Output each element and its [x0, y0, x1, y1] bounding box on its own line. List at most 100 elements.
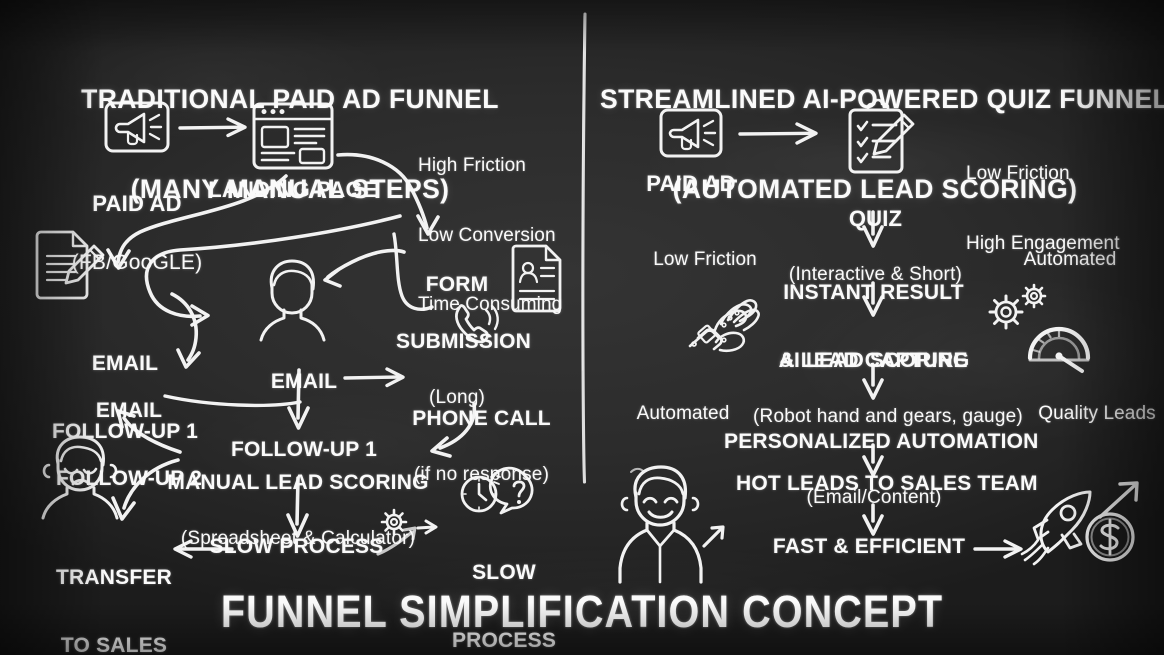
megaphone-icon	[661, 110, 721, 156]
node-email-followup-1-center: EMAIL FOLLOW-UP 1	[219, 326, 389, 507]
annotation-time-consuming: Time Consuming	[418, 294, 563, 316]
document-pencil-icon	[37, 232, 103, 298]
left-panel-heading: TRADITIONAL PAID AD FUNNEL (MANY MANUAL …	[30, 25, 550, 265]
node-slow-process-center: SLOW PROCESS	[209, 535, 384, 558]
slow-process-right-line1: SLOW	[472, 561, 536, 585]
curve-email1-to-email2	[172, 294, 199, 367]
node-hot-leads: HOT LEADS TO SALES TEAM	[736, 472, 1038, 495]
node-paid-ad-right: PAID AD	[646, 171, 736, 196]
person-icon	[261, 261, 324, 340]
instant-result-line1: INSTANT RESULT	[783, 281, 964, 305]
right-heading-line1: STREAMLINED AI-POWERED QUIZ FUNNEL	[600, 83, 1164, 114]
clock-question-icon	[462, 468, 532, 513]
annotation-quality-leads: Quality Leads	[1038, 403, 1156, 424]
node-quiz: QUIZ (Interactive & Short)	[788, 172, 963, 320]
quiz-sublabel: (Interactive & Short)	[788, 263, 963, 285]
curve-email2-to-manual	[165, 396, 300, 405]
paid-ad-sublabel: (FB/GooGLE)	[71, 250, 203, 274]
panel-divider	[582, 14, 585, 482]
dollar-coin-icon	[1087, 514, 1133, 560]
node-fast-efficient: FAST & EFFICIENT	[772, 535, 966, 558]
curve-landing-to-email1	[108, 176, 286, 268]
annotation-automated-mid: Automated	[1023, 249, 1117, 270]
node-personalized-automation: PERSONALIZED AUTOMATION (Email/Content)	[724, 396, 1039, 543]
node-form-submission: FORM SUBMISSION (Long)	[396, 239, 532, 443]
curve-manual-feedback-loop	[118, 411, 180, 452]
form-submission-line1: FORM	[425, 272, 489, 296]
robot-hand-icon	[690, 300, 759, 350]
ai-lead-scoring-label: AI LEAD SCORING	[778, 348, 970, 372]
email-followup-2-line1: EMAIL	[95, 399, 163, 423]
phone-ringing-icon	[456, 306, 497, 342]
personalized-automation-label: PERSONALIZED AUTOMATION	[724, 429, 1039, 453]
gear-downtrend-icon	[378, 510, 436, 554]
curve-form-down	[394, 234, 432, 309]
node-landing-page: LANDING PAGE	[208, 177, 378, 202]
node-slow-process-right: SLOW PROCESS	[444, 517, 564, 655]
email-followup-1-left-line2: FOLLOW-UP 1	[51, 420, 199, 444]
happy-person-icon	[620, 467, 723, 582]
arrow-paidad-to-landing	[180, 119, 245, 136]
right-heading-line2: (AUTOMATED LEAD SCORING)	[672, 173, 1078, 204]
gears-icon	[990, 285, 1045, 328]
annotation-high-friction: High Friction	[418, 155, 526, 177]
left-heading-line1: TRADITIONAL PAID AD FUNNEL	[81, 83, 499, 114]
email-followup-1-left-line1: EMAIL	[91, 352, 159, 376]
annotation-low-friction-mid: Low Friction	[653, 249, 757, 270]
arrow-manual-to-slow	[288, 478, 307, 536]
email-followup-1-center-line2: FOLLOW-UP 1	[230, 438, 378, 462]
manual-lead-scoring-label: MANUAL LEAD SCORING	[167, 470, 429, 494]
email-followup-2-line2: FOLLOW-UP 2	[55, 467, 203, 491]
transfer-to-sales-line1: TRANSFER	[56, 566, 172, 590]
right-top-annotations: Low Friction High Engagement	[966, 116, 1146, 301]
annotation-low-conversion: Low Conversion	[418, 224, 556, 246]
arrow-quiz-to-instant	[864, 212, 882, 246]
node-ai-lead-scoring: AI LEAD SCORING (Robot hand and gears, g…	[753, 315, 1023, 462]
node-paid-ad-left: PAID AD (FB/GooGLE)	[37, 157, 237, 309]
personalized-automation-sublabel: (Email/Content)	[806, 486, 942, 508]
arrow-slow-to-transfer	[175, 541, 232, 557]
node-email-followup-2: EMAIL FOLLOW-UP 2	[44, 355, 214, 536]
node-transfer-to-sales: TRANSFER TO SALES	[52, 522, 176, 655]
form-submission-line2: SUBMISSION	[396, 329, 532, 353]
footer-title: FUNNEL SIMPLIFICATION CONCEPT	[220, 586, 944, 637]
curve-manual-to-transfer	[113, 460, 178, 519]
arrow-to-phone-call	[345, 369, 403, 386]
curve-form-to-person	[325, 250, 404, 286]
right-panel-heading: STREAMLINED AI-POWERED QUIZ FUNNEL (AUTO…	[600, 25, 1164, 265]
rocket-icon	[1022, 492, 1090, 564]
browser-window-icon	[254, 104, 332, 168]
curve-phone-to-manual	[432, 404, 474, 456]
node-manual-lead-scoring: MANUAL LEAD SCORING (Spreadsheet & Calcu…	[164, 437, 432, 584]
instant-result-line2: & LEAD CAPTURE	[779, 349, 968, 373]
node-phone-call: PHONE CALL (if no response)	[399, 373, 564, 520]
slow-process-right-line2: PROCESS	[451, 629, 557, 653]
curve-loop-to-email	[147, 216, 400, 325]
annotation-high-engagement: High Engagement	[966, 232, 1120, 254]
megaphone-icon	[106, 103, 168, 151]
arrow-ai-to-personalized	[864, 366, 882, 398]
manual-lead-scoring-sublabel: (Spreadsheet & Calculator)	[180, 527, 416, 549]
form-document-icon	[513, 246, 560, 311]
arrow-instant-to-ai	[864, 283, 882, 315]
curve-landing-to-form	[338, 155, 438, 234]
left-heading-line2: (MANY MANUAL STEPS)	[130, 173, 450, 204]
paid-ad-label: PAID AD	[92, 190, 182, 216]
left-annotations: High Friction Low Conversion Time Consum…	[418, 108, 583, 363]
gauge-icon	[1030, 329, 1088, 371]
phone-call-sublabel: (if no response)	[413, 463, 550, 485]
arrow-fast-to-rocket	[975, 541, 1021, 557]
arrow-person-to-manual	[289, 370, 308, 428]
quiz-label: QUIZ	[848, 205, 903, 231]
node-email-followup-1-left: EMAIL FOLLOW-UP 1	[40, 308, 210, 489]
arrow-paidad-to-quiz	[740, 124, 816, 143]
annotation-automated-lower: Automated	[636, 403, 730, 424]
sad-face-icon	[43, 437, 117, 518]
node-instant-result: INSTANT RESULT & LEAD CAPTURE	[766, 237, 981, 418]
form-submission-sublabel: (Long)	[428, 386, 486, 408]
phone-call-label: PHONE CALL	[412, 406, 551, 430]
transfer-to-sales-line2: TO SALES	[60, 634, 168, 655]
